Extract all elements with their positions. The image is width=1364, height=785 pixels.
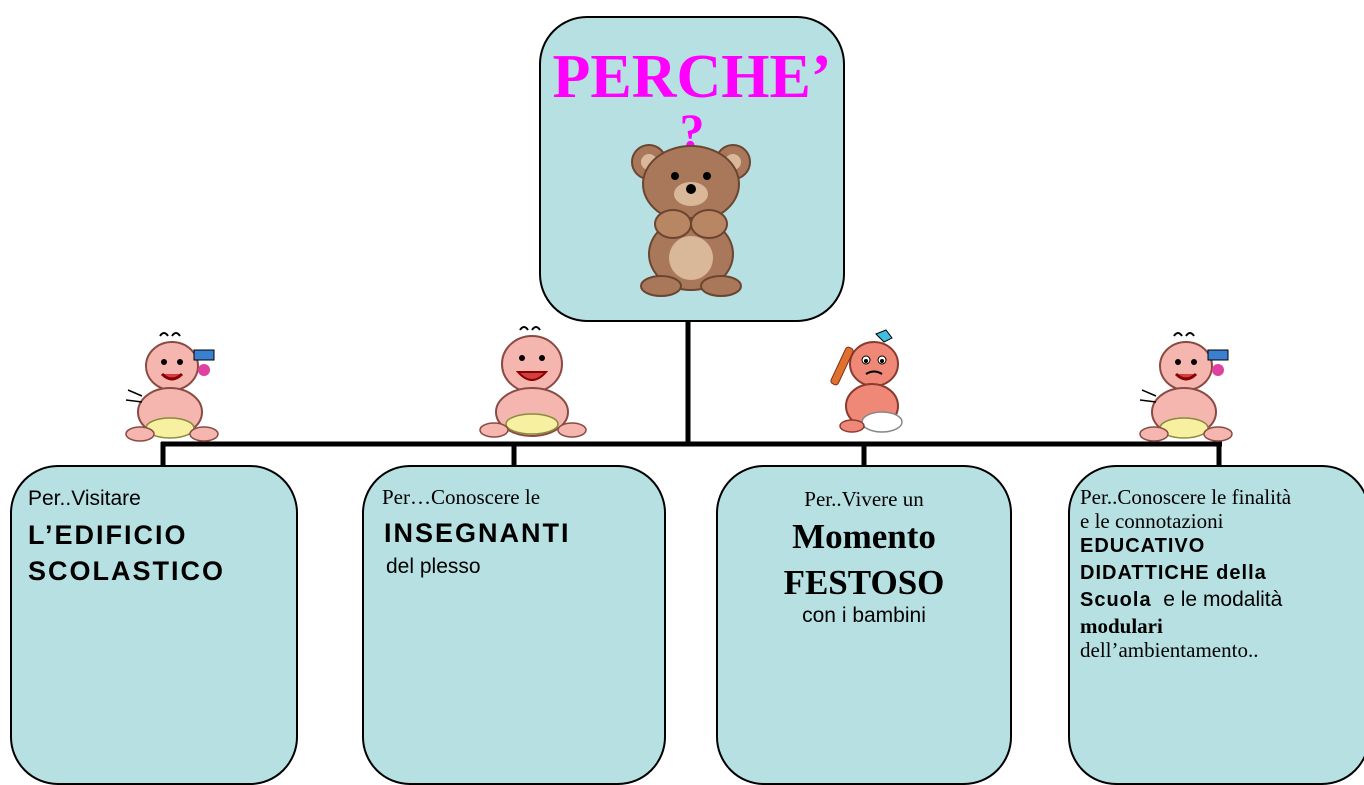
child-1-line-3: SCOLASTICO bbox=[28, 556, 226, 586]
child-2-line-1: Per…Conoscere le bbox=[382, 485, 541, 509]
child-node-insegnanti: Per…Conoscere le INSEGNANTI del plesso bbox=[362, 465, 666, 785]
child-4-line-5-rest: e le modalità bbox=[1151, 588, 1283, 611]
child-4-line-4: DIDATTICHE della bbox=[1080, 562, 1267, 584]
child-1-line-1: Per..Visitare bbox=[28, 487, 141, 510]
child-1-heading: L’EDIFICIO SCOLASTICO bbox=[28, 517, 225, 589]
child-4-line-5: Scuola e le modalità bbox=[1080, 587, 1364, 614]
child-3-line-2: Momento bbox=[792, 517, 936, 556]
baby-icon bbox=[1139, 332, 1233, 442]
baby-icon bbox=[479, 326, 587, 438]
baby-icon bbox=[830, 329, 903, 433]
child-4-line-6: modulari bbox=[1080, 614, 1163, 638]
connector-lines bbox=[160, 322, 1222, 465]
child-2-line-3: del plesso bbox=[386, 555, 481, 578]
child-2-line-2: INSEGNANTI bbox=[384, 518, 571, 548]
child-node-finalita: Per..Conoscere le finalità e le connotaz… bbox=[1068, 465, 1364, 785]
child-4-line-1: Per..Conoscere le finalità bbox=[1080, 485, 1292, 509]
root-node: PERCHE’ ? bbox=[539, 16, 845, 322]
child-4-line-5-bold: Scuola bbox=[1080, 589, 1152, 611]
child-node-momento-festoso: Per..Vivere un Momento FESTOSO con i bam… bbox=[716, 465, 1012, 785]
child-3-line-4: con i bambini bbox=[802, 604, 926, 627]
root-title: PERCHE’ bbox=[552, 43, 832, 111]
child-4-line-3: EDUCATIVO bbox=[1080, 535, 1206, 557]
child-3-line-3: FESTOSO bbox=[783, 563, 945, 602]
child-node-edificio: Per..Visitare L’EDIFICIO SCOLASTICO bbox=[10, 465, 298, 785]
baby-icon bbox=[125, 332, 219, 442]
child-4-line-2: e le connotazioni bbox=[1080, 509, 1224, 533]
child-1-line-2: L’EDIFICIO bbox=[28, 520, 188, 550]
child-3-line-1: Per..Vivere un bbox=[804, 487, 924, 511]
teddy-bear-icon bbox=[631, 144, 751, 297]
child-4-line-7: dell’ambientamento.. bbox=[1080, 638, 1259, 662]
